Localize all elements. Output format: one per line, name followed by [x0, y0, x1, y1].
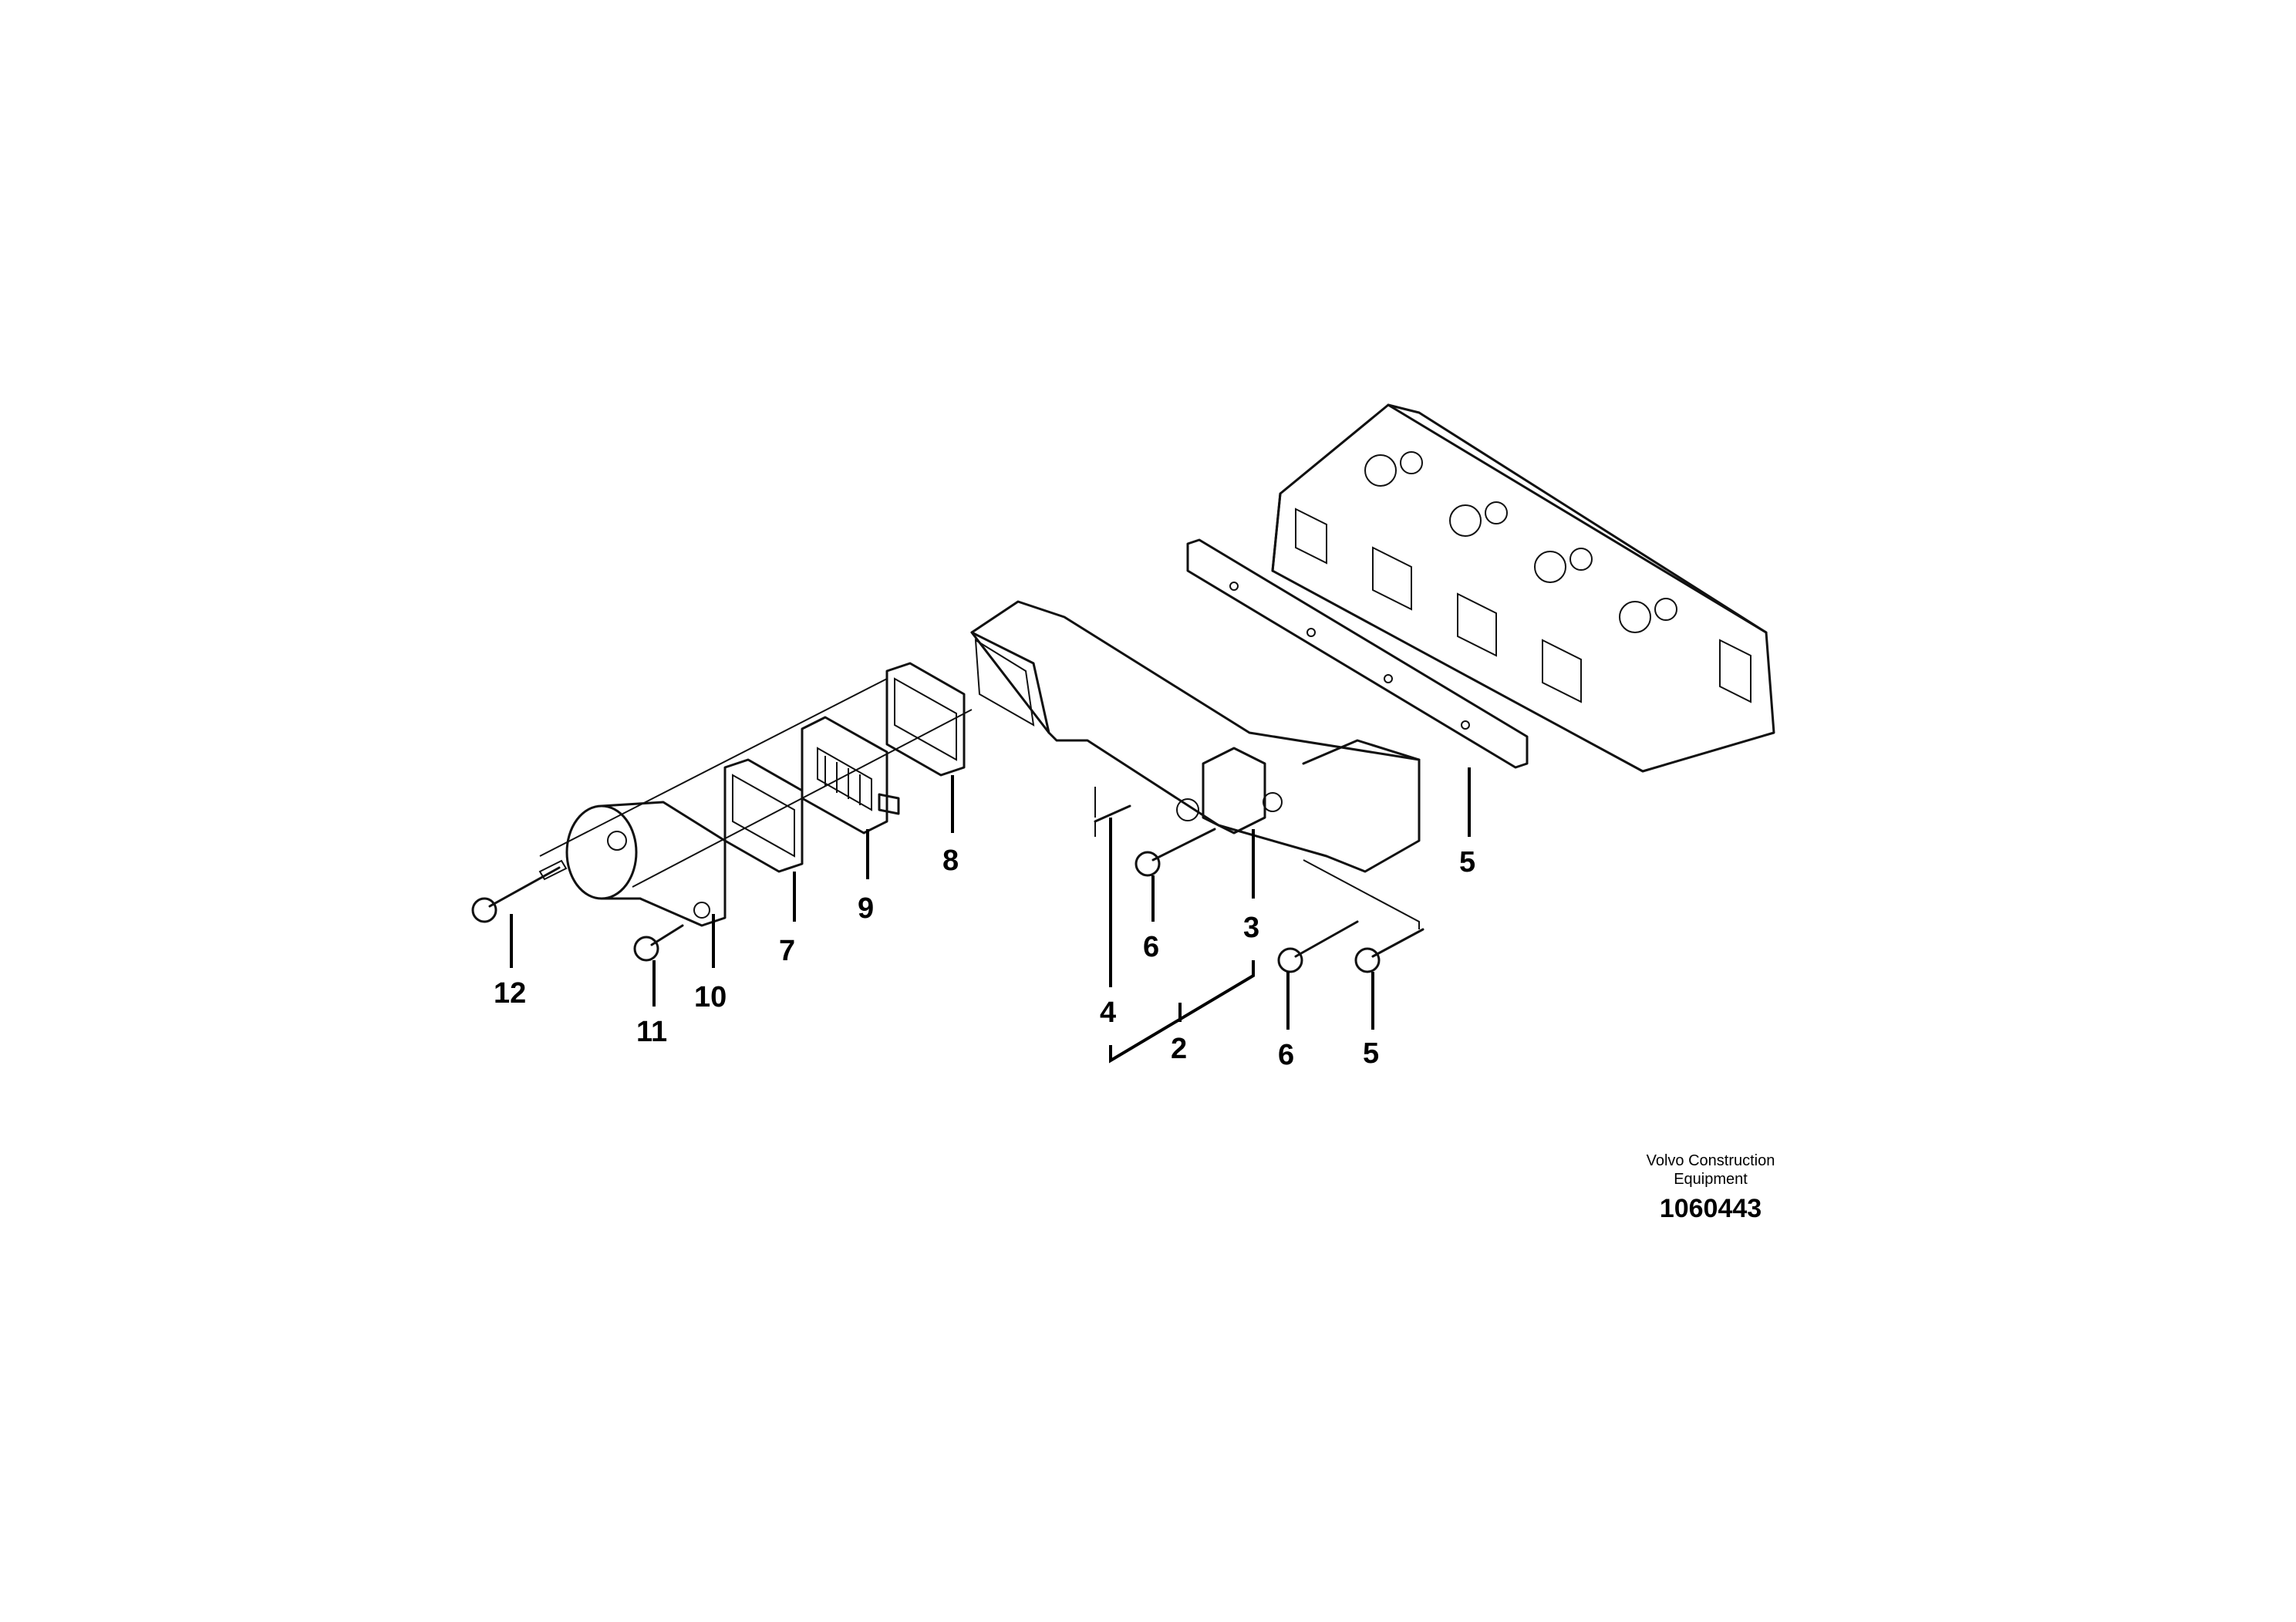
heater-element — [801, 716, 900, 835]
callout-4: 4 — [1100, 996, 1116, 1029]
cylinder-head — [1271, 403, 1775, 773]
callout-5-lower: 5 — [1363, 1037, 1379, 1070]
bolt-6a — [1135, 828, 1216, 877]
callout-11: 11 — [636, 1016, 667, 1048]
callout-10: 10 — [694, 981, 727, 1013]
callout-9: 9 — [858, 892, 874, 925]
assembly-lines — [539, 678, 1420, 929]
drawing-number: 1060443 — [1660, 1194, 1762, 1223]
callout-3: 3 — [1243, 912, 1259, 944]
callout-6-lower: 6 — [1278, 1039, 1294, 1071]
gasket-8 — [885, 662, 966, 777]
drawing-credit: Volvo Construction Equipment 1060443 — [1647, 1152, 1775, 1223]
leader-lines — [510, 767, 1471, 1064]
company-line-2: Equipment — [1674, 1171, 1748, 1188]
bolt-6b — [1277, 920, 1359, 973]
bolt-11 — [633, 924, 684, 962]
manifold-gasket — [1186, 538, 1529, 769]
callout-8: 8 — [942, 845, 959, 877]
company-line-1: Volvo Construction — [1647, 1152, 1775, 1169]
callout-5-upper: 5 — [1459, 846, 1475, 878]
bolt-5 — [1354, 928, 1424, 973]
callout-labels: 12 11 10 7 9 8 6 3 4 2 6 5 5 — [494, 845, 1475, 1071]
callout-7: 7 — [779, 935, 795, 967]
callout-12: 12 — [494, 977, 526, 1010]
gasket-7 — [723, 758, 804, 873]
inlet-elbow — [565, 801, 727, 927]
intake-manifold — [970, 600, 1421, 873]
bolt-12 — [471, 859, 568, 923]
stud-4 — [1094, 804, 1131, 823]
callout-6-upper: 6 — [1143, 931, 1159, 963]
callout-2: 2 — [1171, 1033, 1187, 1065]
